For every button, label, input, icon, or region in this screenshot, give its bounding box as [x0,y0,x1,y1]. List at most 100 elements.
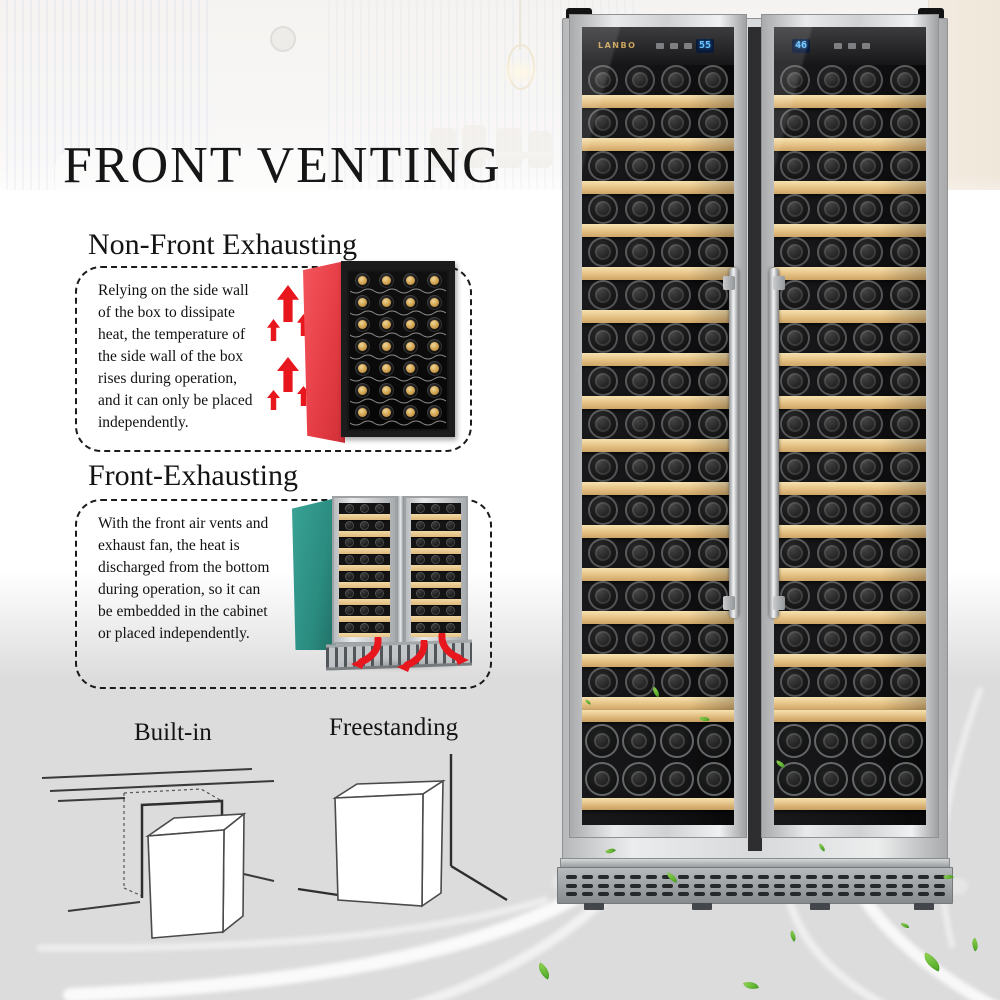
wood-shelf [774,138,926,151]
wood-shelf [582,439,734,452]
mini-bottle [359,606,369,615]
bottle-bottom [624,538,655,568]
mini-bottle [374,538,384,547]
wood-shelf [774,267,926,280]
vent-slot [901,874,913,879]
glass-door-right [405,498,466,642]
mini-bottle-gap [411,520,462,531]
front-body-text: With the front air vents and exhaust fan… [98,515,270,642]
bottle-bottom [659,724,694,758]
mini-bottle [446,538,456,547]
mini-bottle [374,521,384,530]
mini-bottle [359,538,369,547]
exhaust-arrow-icon [397,640,428,672]
mini-bottle [378,361,394,376]
bottle-bottom [889,237,920,267]
bottle-bottom [853,194,884,224]
wood-shelf [582,611,734,624]
mini-bottle [344,606,354,615]
bottle-set [774,538,926,568]
mini-bottle-row [349,273,447,288]
bottle-bottom [889,280,920,310]
wood-shelf [774,310,926,323]
vent-slot [773,874,785,879]
bottle-bottom [661,409,692,439]
label-built-in: Built-in [134,719,212,746]
wine-row [582,108,734,151]
section-heading-front: Front-Exhausting [88,459,298,492]
vent-slot [661,883,673,888]
glass-door [349,272,447,429]
mini-bottle [446,623,456,632]
mini-bottle [359,572,369,581]
control-buttons [656,43,693,49]
mini-bottle [431,521,441,530]
wood-shelf [582,181,734,194]
vent-slot [885,883,897,888]
wood-shelf [774,611,926,624]
vent-slot [629,883,641,888]
mini-bottle-gap [339,588,390,599]
mini-bottle [374,623,384,632]
bottle-bottom [588,108,619,138]
vent-slot [741,883,753,888]
bottle-bottom [661,237,692,267]
mini-bottle [426,317,442,332]
wood-shelf [582,654,734,667]
vent-slot [773,892,785,897]
vent-slot [901,883,913,888]
wire-shelf [350,310,446,316]
mini-bottle [402,361,418,376]
bottle-bottom [888,762,923,796]
bottle-bottom [853,409,884,439]
wine-row [774,366,926,409]
wine-row [582,151,734,194]
front-vent-grille [557,867,953,904]
bottle-set [582,538,734,568]
door-handle [769,268,785,618]
wood-shelf [774,396,926,409]
mini-bottle [446,589,456,598]
bulk-bottle-row [582,722,734,760]
bottle-set [582,581,734,611]
vent-slot [789,874,801,879]
bottle-bottom [889,65,920,95]
wood-shelf [339,616,390,622]
bottle-bottom [816,237,847,267]
mini-bottle [344,504,354,513]
vent-slot [597,883,609,888]
bottle-bottom [624,624,655,654]
bottle-bottom [889,323,920,353]
mini-bottle [374,572,384,581]
wood-shelf [339,531,390,537]
vent-slot [741,874,753,879]
bottle-bottom [697,667,728,697]
bottle-bottom [816,65,847,95]
wood-shelf [339,599,390,605]
bottle-bottom [816,667,847,697]
mini-bottle [354,317,370,332]
vent-slot [597,874,609,879]
bottle-set [774,323,926,353]
wine-row [774,108,926,151]
leaf-icon [920,952,944,972]
bottle-bottom [661,194,692,224]
bottle-bottom [816,366,847,396]
bottle-bottom [624,581,655,611]
vent-slot [789,892,801,897]
bottle-bottom [661,452,692,482]
wine-row [582,323,734,366]
bottle-bottom [696,762,731,796]
mini-bottle [378,317,394,332]
mini-bottle [354,361,370,376]
bottle-bottom [624,452,655,482]
vent-slot [581,883,593,888]
bottle-bottom [661,366,692,396]
wood-shelf [774,224,926,237]
bulk-bottle-row [774,760,926,798]
wine-row [582,538,734,581]
bottle-bottom [661,65,692,95]
vent-slot [757,883,769,888]
vent-slot [725,874,737,879]
